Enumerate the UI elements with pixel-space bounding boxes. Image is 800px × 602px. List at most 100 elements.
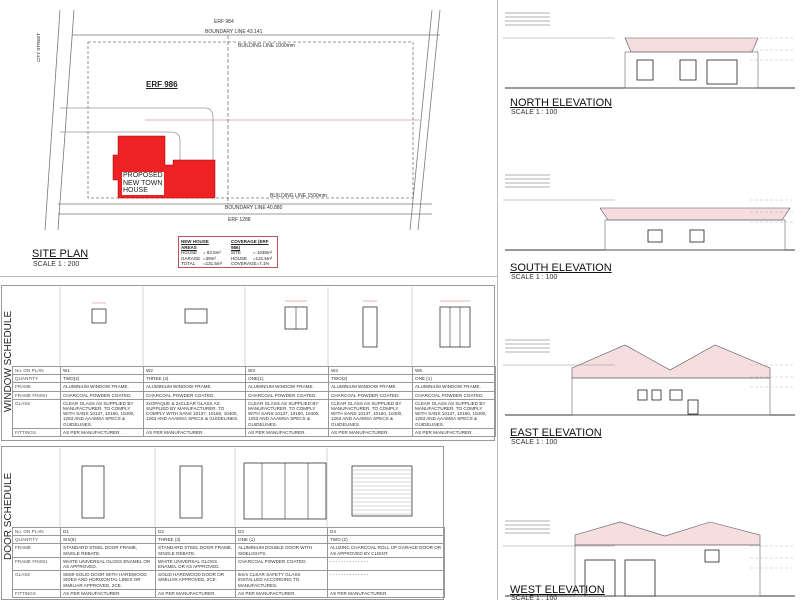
table-row: FRAME FINISH CHARCOAL POWDER COATED. CHARC… <box>12 390 496 400</box>
window <box>584 559 616 597</box>
table-cell: ONE(1) <box>245 374 329 384</box>
table-cell: ALUMINIUM WINDOW FRAME. <box>143 382 246 392</box>
east-elevation-scale: SCALE 1 : 100 <box>511 439 558 446</box>
window-schedule-frame <box>1 285 495 441</box>
table-cell: - - - - - - - - - - - - - - <box>327 556 445 572</box>
table-cell: CLEAR GLASS AS SUPPLIED BY MANUFACTURER.… <box>60 398 144 429</box>
row-label: QUANTITY <box>12 535 61 545</box>
table-cell: D1 <box>60 526 156 537</box>
table-cell: AS PER MANUFACTURER. <box>60 427 144 438</box>
table-cell: CLEAR GLASS AS SUPPLIED BY MANUFACTURER.… <box>245 398 329 429</box>
table-cell: CLEAR GLASS AS SUPPLIED BY MANUFACTURER.… <box>412 398 496 429</box>
building-line-bottom-label: BUILDING LINE 1500mm <box>270 193 327 199</box>
road-line <box>409 9 433 231</box>
wall <box>624 51 759 89</box>
row-label: FITTINGS <box>12 588 61 599</box>
window <box>651 389 662 401</box>
table-cell: STANDARD STEEL DOOR FRAME, SINGLE REBATE… <box>60 543 156 558</box>
table-cell: WHITE UNIVERSAL GLOSS ENAMEL OR AS APPRO… <box>155 556 236 572</box>
north-elevation-title: NORTH ELEVATION <box>510 97 613 109</box>
row-label: GLASS <box>12 398 61 429</box>
table-cell: W5 <box>412 365 496 376</box>
row-label: No. ON PLAN <box>12 365 61 376</box>
window <box>687 399 699 415</box>
erf-top-label: ERF 984 <box>214 19 234 25</box>
table-cell: 6mm CLEAR SAFETY GLASS INSTALLED ACCORDI… <box>235 570 328 590</box>
table-cell: CHARCOAL POWDER COATED. <box>412 390 496 400</box>
row-label: FITTINGS <box>12 427 61 438</box>
site-plan-title: SITE PLAN <box>32 248 89 260</box>
table-cell: AS PER MANUFACTURER. <box>143 427 246 438</box>
roof <box>574 521 761 546</box>
window-icon <box>362 306 378 348</box>
table-cell: ALUZINC CHARCOAL ROLL UP GARAGE DOOR OR … <box>327 543 445 558</box>
area-cell: COVERAGE <box>231 261 257 266</box>
street-line <box>44 9 61 231</box>
row-label: No. ON PLAN <box>12 526 61 537</box>
table-cell: D4 <box>327 526 445 537</box>
elevation-drawings <box>503 12 795 597</box>
area-cell: =131.5m² <box>253 255 273 261</box>
window-icon <box>439 306 471 348</box>
roof <box>599 207 791 221</box>
table-cell: ALUMINIUM WINDOW FRAME. <box>412 382 496 392</box>
table-cell: SOLID HARDWOOD DOOR OR SIMILIAR APPROVED… <box>155 570 236 590</box>
area-row: COVERAGE=7.1% <box>231 261 275 267</box>
divider <box>0 276 497 277</box>
boundary-bottom-label: BOUNDARY LINE 40.880 <box>225 205 283 211</box>
table-cell: W4 <box>328 365 413 376</box>
wall <box>604 219 786 251</box>
table-cell: AS PER MANUFACTURER. <box>412 427 496 438</box>
window-elevations <box>59 287 471 367</box>
window <box>704 549 720 563</box>
area-cell: SITE <box>231 250 242 255</box>
table-cell: D3 <box>235 526 328 537</box>
building-line-top-label: BUILDING LINE 1000mm <box>238 43 295 49</box>
table-cell: ONE (1) <box>235 535 328 545</box>
table-cell: - - - - - - - - - - - - - - <box>327 570 445 590</box>
table-cell: ALUMINIUM WINDOW FRAME. <box>60 382 144 392</box>
south-elevation-title: SOUTH ELEVATION <box>510 262 612 274</box>
table-cell: AS PER MANUFACTURER. <box>60 588 156 599</box>
row-label: FRAME <box>12 382 61 392</box>
window <box>706 59 738 85</box>
house-label-line: PROPOSED <box>123 172 163 179</box>
table-cell: CHARCOAL POWDER COATED. <box>245 390 329 400</box>
table-cell: 2xOPAQUE & 2xCLEAR GLASS AS SUPPLIED BY … <box>143 398 246 429</box>
row-label: FRAME FINISH <box>12 390 61 400</box>
table-cell: CHARCOAL POWDER COATED. <box>235 556 328 572</box>
table-cell: AS PER MANUFACTURER. <box>235 588 328 599</box>
area-cell: = 1638m² <box>253 250 273 255</box>
table-cell: TWO(2) <box>60 374 144 384</box>
window <box>636 59 654 81</box>
table-cell: AS PER MANUFACTURER. <box>155 588 236 599</box>
coverage-heading: COVERAGE (ERF 986) <box>231 239 269 250</box>
table-cell: STANDARD STEEL DOOR FRAME, SINGLE REBATE… <box>155 543 236 558</box>
table-row: FRAME FINISH WHITE UNIVERSAL GLOSS ENAMEL… <box>12 556 445 572</box>
west-elevation-title: WEST ELEVATION <box>510 584 605 596</box>
area-row: HOUSE= 83.5m² <box>181 250 225 256</box>
erf-main-label: ERF 986 <box>146 80 178 89</box>
row-label: FRAME FINISH <box>12 556 61 572</box>
table-cell: ALUMINIUM DOUBLE DOOR WITH SIDELIGHTS. <box>235 543 328 558</box>
west-elevation-scale: SCALE 1 : 100 <box>511 595 558 602</box>
area-row: TOTAL=131.5m² <box>181 261 225 267</box>
area-row: SITE = 1638m² <box>231 250 275 256</box>
table-cell: W3 <box>245 365 329 376</box>
garage-door-icon <box>351 465 413 517</box>
house-label-line: NEW TOWN <box>123 179 163 187</box>
table-cell: CLEAR GLASS AS SUPPLIED BY MANUFACTURER.… <box>328 398 413 429</box>
table-cell: D2 <box>155 526 236 537</box>
area-cell: GARAGE <box>181 255 201 261</box>
